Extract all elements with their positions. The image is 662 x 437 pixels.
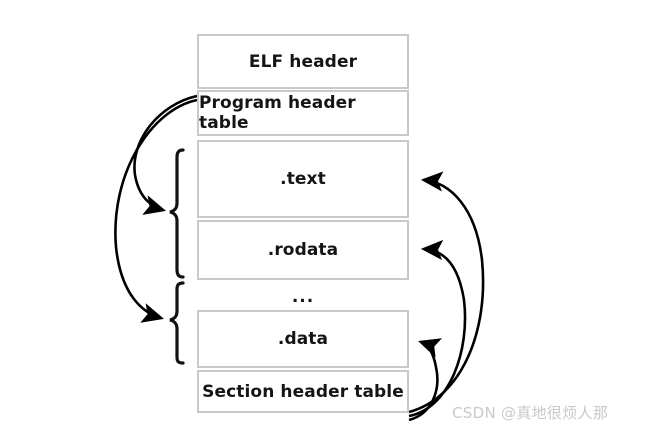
segment-brace-upper-icon	[169, 148, 185, 279]
arrow-section-header-to-text	[408, 171, 485, 414]
box-program-header-table: Program header table	[197, 90, 409, 136]
box-section-header-table: Section header table	[197, 370, 409, 413]
box-data-section: .data	[197, 310, 409, 368]
box-rodata-section: .rodata	[197, 220, 409, 280]
segment-brace-lower-icon	[169, 281, 185, 365]
box-text-section: .text	[197, 140, 409, 218]
box-elf-header: ELF header	[197, 34, 409, 89]
arrow-section-header-to-rodata	[408, 239, 467, 418]
csdn-watermark: CSDN @真地很烦人那	[452, 404, 609, 422]
arrow-program-header-to-lower-segment	[114, 98, 198, 323]
sections-ellipsis: ...	[291, 287, 315, 307]
arrow-section-header-to-data	[408, 338, 442, 422]
arrow-program-header-to-upper-segment	[133, 94, 198, 215]
